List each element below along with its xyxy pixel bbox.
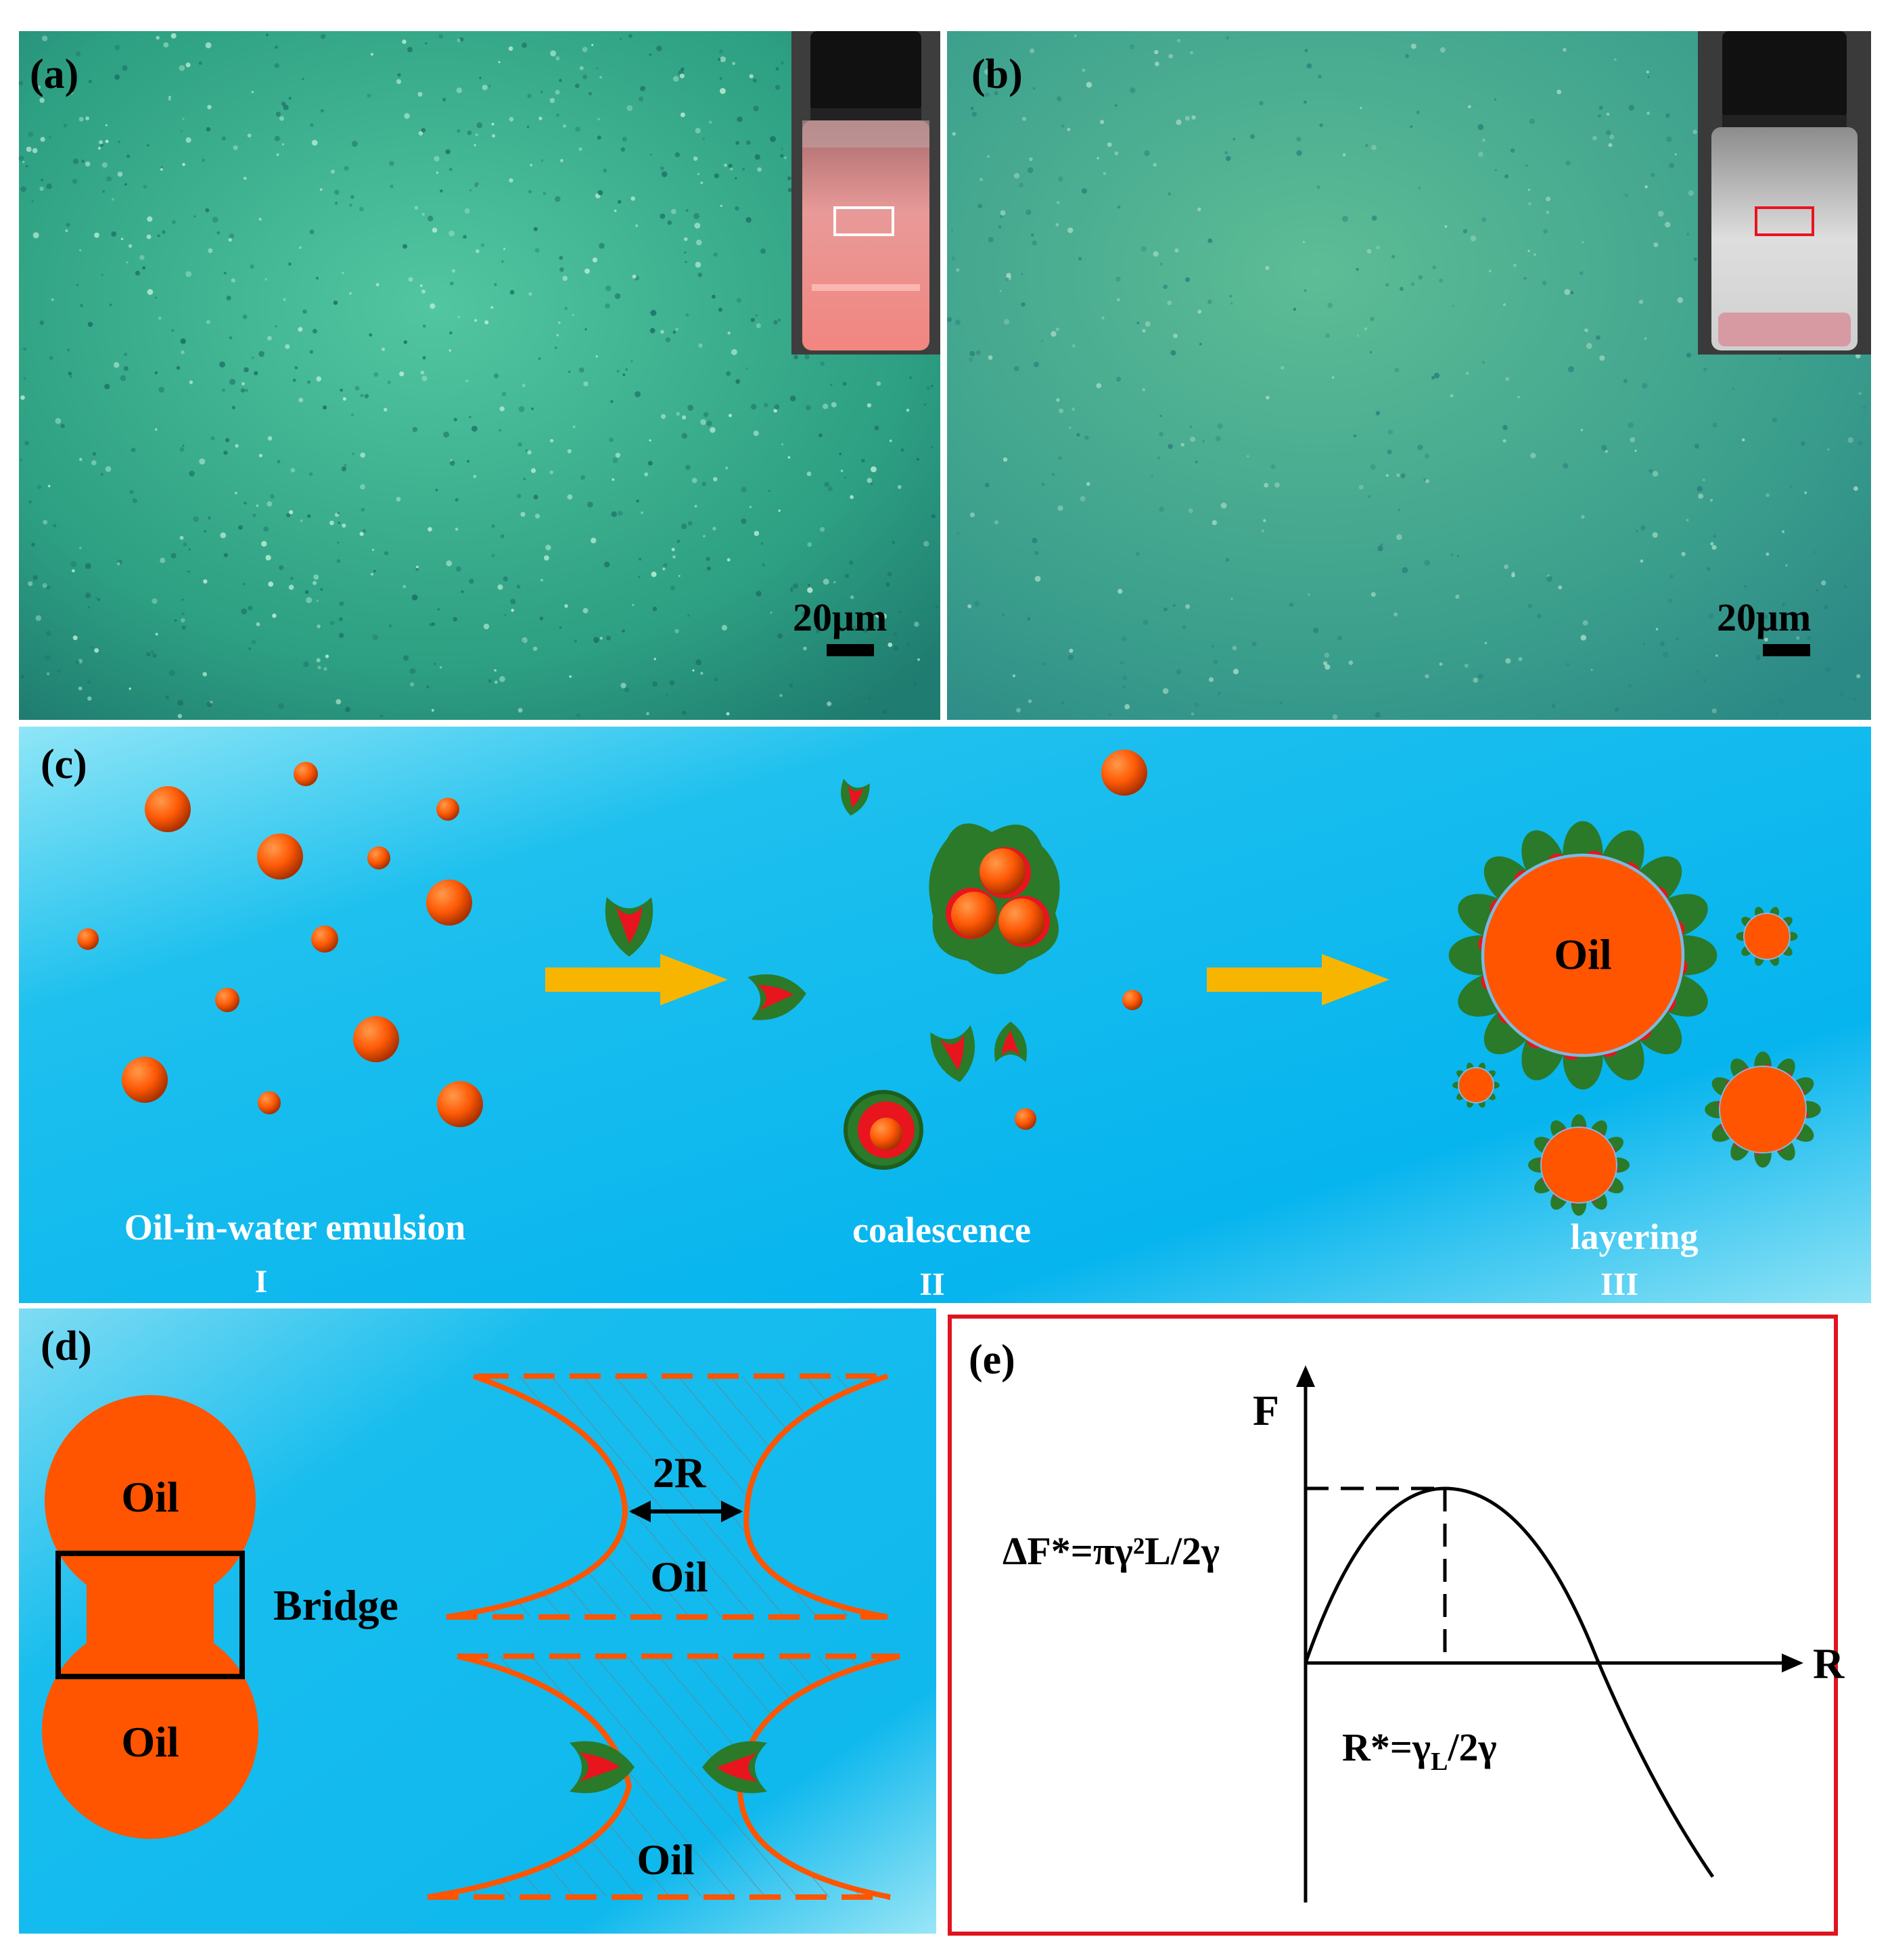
coalescing-cluster bbox=[929, 823, 1060, 974]
stabilized-neck bbox=[427, 1654, 900, 1900]
oil-droplets-micrograph-b bbox=[946, 34, 1866, 720]
panel-label-c: (c) bbox=[41, 742, 87, 788]
panel-b: (b) 20μm bbox=[946, 31, 1871, 720]
drop-label-top: Oil bbox=[121, 1473, 179, 1521]
process-arrow-2 bbox=[1207, 954, 1389, 1005]
stage-numeral-1: I bbox=[255, 1264, 268, 1300]
oil-droplets-micrograph-a bbox=[18, 33, 938, 719]
scale-bar-a bbox=[827, 644, 874, 656]
scale-bar-b bbox=[1763, 644, 1810, 656]
encapsulated-droplet bbox=[844, 1090, 923, 1170]
coalesced-oil-drops bbox=[1448, 821, 1821, 1216]
liquid-bridge-neck bbox=[446, 1373, 889, 1620]
bridge-region-box bbox=[55, 1551, 245, 1679]
panel-e: (e) F R ΔF*=πγ²L/2γ R*=γL/2γ bbox=[948, 1315, 1845, 1936]
scale-bar-label-b: 20μm bbox=[1717, 595, 1811, 639]
stage-caption-1: Oil-in-water emulsion bbox=[124, 1207, 465, 1248]
free-droplet bbox=[1015, 1108, 1036, 1130]
vial-inset-b bbox=[1698, 31, 1871, 355]
bridge-label: Bridge bbox=[273, 1581, 398, 1629]
process-arrow-1 bbox=[545, 954, 728, 1005]
free-droplet bbox=[1122, 990, 1143, 1010]
panel-c: (c) Oil-in-water emulsion I bbox=[19, 727, 1871, 1303]
stage-numeral-2: II bbox=[919, 1267, 944, 1302]
panel-label-b: (b) bbox=[971, 51, 1023, 97]
scale-bar-label-a: 20μm bbox=[793, 595, 887, 639]
coalesced-oil-label: Oil bbox=[1554, 930, 1611, 978]
panel-label-e: (e) bbox=[969, 1337, 1015, 1383]
stage-numeral-3: III bbox=[1600, 1267, 1638, 1302]
drop-label-bottom: Oil bbox=[121, 1718, 179, 1766]
free-energy-curve bbox=[1304, 1486, 1715, 1878]
y-axis-label: F bbox=[1253, 1386, 1279, 1434]
neck-oil-label-top: Oil bbox=[650, 1553, 708, 1601]
vial-inset-a bbox=[791, 31, 940, 355]
emulsion-droplets bbox=[77, 762, 483, 1127]
panel-label-d: (d) bbox=[41, 1323, 92, 1369]
neck-oil-label-bottom: Oil bbox=[637, 1836, 694, 1884]
free-droplet bbox=[1101, 750, 1147, 796]
critical-radius-formula: R*=γL/2γ bbox=[1342, 1725, 1497, 1776]
energy-barrier-formula: ΔF*=πγ²L/2γ bbox=[1002, 1529, 1220, 1573]
neck-width-label: 2R bbox=[653, 1449, 706, 1497]
micrograph-a bbox=[19, 31, 940, 720]
panel-e-frame bbox=[948, 1315, 1838, 1936]
energy-plot-axes bbox=[1296, 1365, 1803, 1902]
stage-caption-2: coalescence bbox=[852, 1210, 1031, 1250]
panel-a: (a) 20μm bbox=[18, 31, 940, 720]
stage-caption-3: layering bbox=[1571, 1216, 1699, 1257]
x-axis-label: R bbox=[1813, 1639, 1845, 1687]
panel-label-a: (a) bbox=[30, 51, 78, 97]
panel-d: (d) Oil Oil Bridge 2R Oil bbox=[19, 1308, 936, 1934]
